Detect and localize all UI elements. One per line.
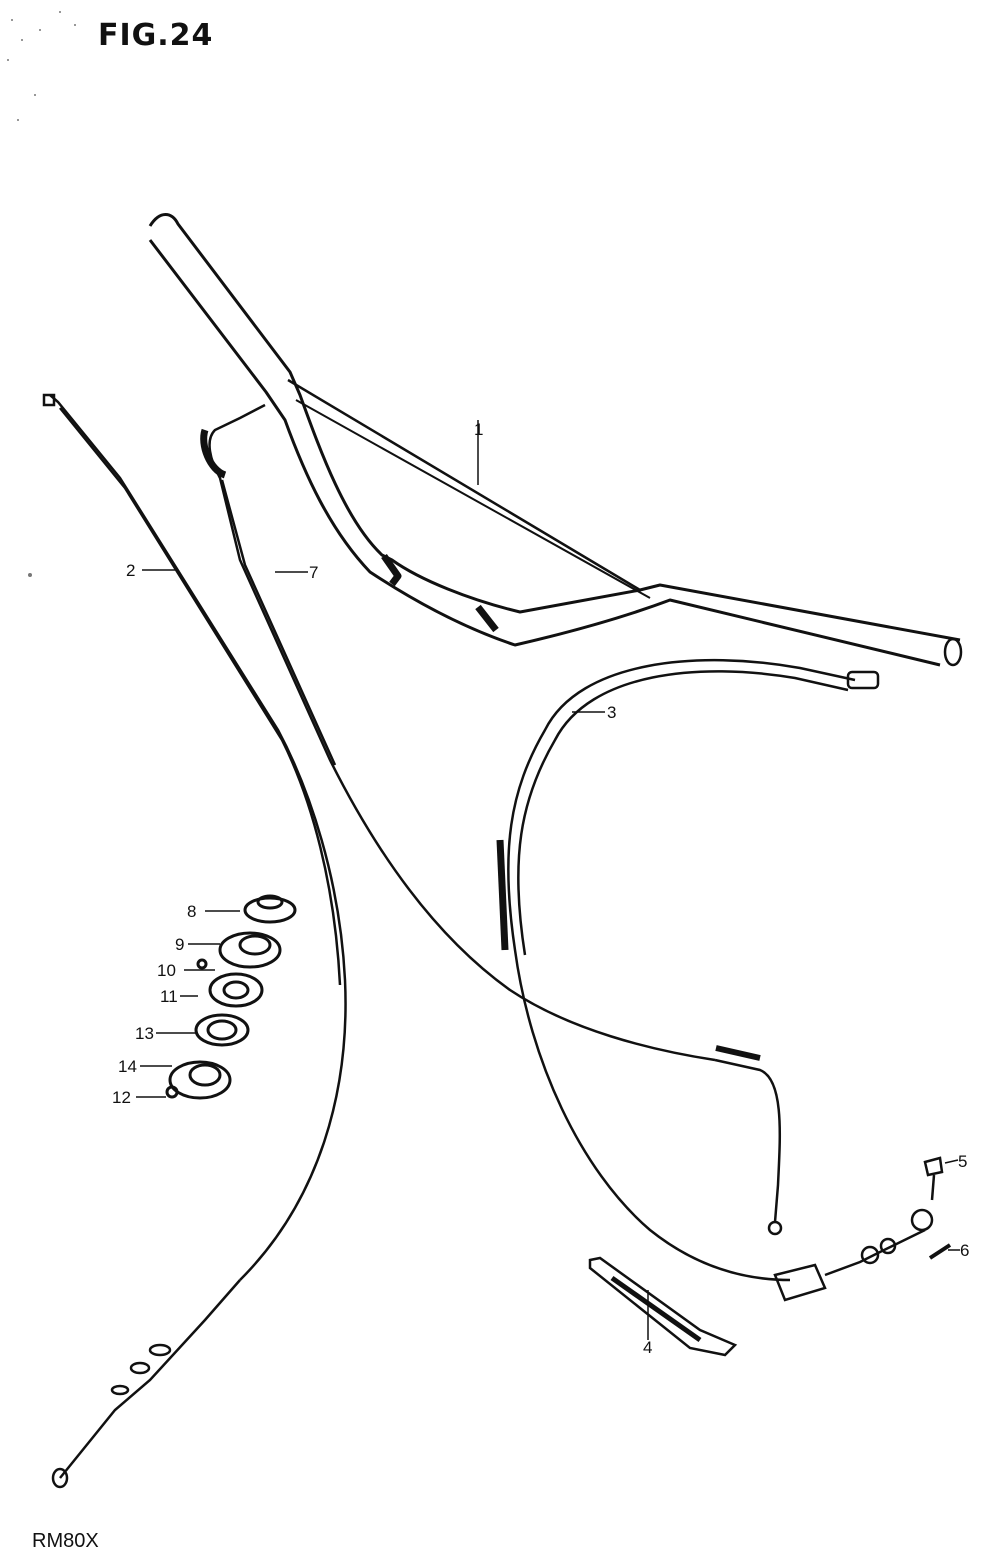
callout-13: 13: [135, 1024, 154, 1043]
callout-12: 12: [112, 1088, 131, 1107]
strap-part-4: [588, 1256, 738, 1357]
callout-6: 6: [960, 1241, 969, 1260]
clip-part-6: [928, 1243, 952, 1260]
cable-part-3: [496, 658, 934, 1302]
callout-1: 1: [474, 420, 483, 439]
handlebar: [148, 213, 963, 667]
ring-stack: [165, 894, 297, 1100]
callout-labels: 1 2 3 4 5 6 7 8 9 10 11 12 13 14: [112, 420, 969, 1357]
callout-14: 14: [118, 1057, 137, 1076]
part-14-seal: [168, 1060, 232, 1100]
callout-9: 9: [175, 935, 184, 954]
scan-noise: [7, 11, 76, 577]
part-10-race: [208, 972, 264, 1008]
callout-3: 3: [607, 703, 616, 722]
callout-2: 2: [126, 561, 135, 580]
model-label: RM80X: [32, 1530, 99, 1552]
part-12-ball: [165, 1085, 179, 1099]
figure-title: FIG.24: [98, 18, 214, 53]
part-8-nut: [243, 896, 297, 924]
part-13-cone: [194, 1013, 250, 1047]
callout-7: 7: [309, 563, 318, 582]
callout-10: 10: [157, 961, 176, 980]
callout-4: 4: [643, 1338, 652, 1357]
callout-5: 5: [958, 1152, 967, 1171]
part-9-washer: [218, 931, 282, 969]
callout-11: 11: [160, 987, 178, 1006]
cable-part-2: [42, 393, 347, 1489]
part-11-ball: [196, 958, 208, 970]
cable-part-7: [200, 403, 783, 1236]
bolt-part-5: [923, 1156, 944, 1201]
leader-lines: [136, 420, 960, 1340]
callout-8: 8: [187, 902, 196, 921]
